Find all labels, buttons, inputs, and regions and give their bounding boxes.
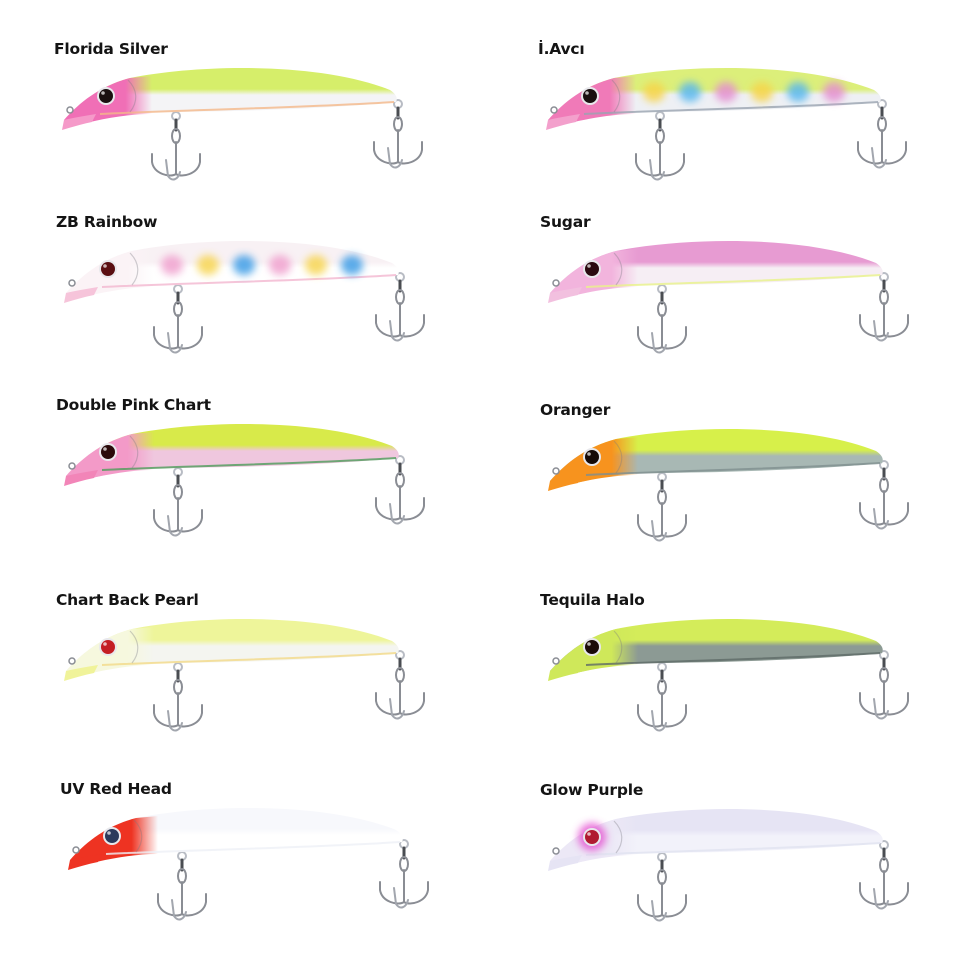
belly-treble-hook-icon [153,284,203,354]
color-spot [341,255,363,275]
color-spot [679,82,701,102]
tail-treble-hook-icon [859,460,909,530]
lure-illustration [64,424,425,537]
tail-treble-hook-icon [859,650,909,720]
tail-treble-hook-icon [379,839,429,909]
tail-treble-hook-icon [859,840,909,910]
lure-card-sugar: Sugar [526,213,960,403]
line-tie-icon [552,467,560,475]
tail-treble-hook-icon [375,455,425,525]
lure-name: Double Pink Chart [56,396,211,414]
tail-treble-hook-icon [857,99,907,169]
lure-illustration [548,619,909,732]
lure-lip [546,114,580,130]
color-spot [161,255,183,275]
tail-treble-hook-icon [859,272,909,342]
lure-illustration [64,619,425,732]
lure-lip [68,854,102,870]
lure-name: Sugar [540,213,591,231]
line-tie-icon [68,279,76,287]
lure-name: Florida Silver [54,40,168,58]
tail-treble-hook-icon [375,272,425,342]
tail-treble-hook-icon [375,650,425,720]
lure-illustration [62,68,423,181]
lure-illustration [68,808,429,921]
lure-card-glow-purple: Glow Purple [526,781,960,971]
lure-card-chart-back-pearl: Chart Back Pearl [42,591,482,781]
lure-card-oranger: Oranger [526,401,960,591]
line-tie-icon [550,106,558,114]
lure-lip [64,287,98,303]
lure-card-tequila-halo: Tequila Halo [526,591,960,781]
lure-lip [548,855,582,871]
color-spot [787,82,809,102]
lure-lip [62,114,96,130]
belly-treble-hook-icon [637,284,687,354]
lure-name: Chart Back Pearl [56,591,199,609]
lure-name: UV Red Head [60,780,172,798]
lure-name: İ.Avcı [538,40,585,58]
lure-card-florida-silver: Florida Silver [40,40,480,230]
lure-card-zb-rainbow: ZB Rainbow [42,213,482,403]
color-spot [823,82,845,102]
lure-name: ZB Rainbow [56,213,158,231]
lure-card-double-pink-chart: Double Pink Chart [42,396,482,586]
line-tie-icon [72,846,80,854]
lure-lip [64,470,98,486]
color-spot [751,82,773,102]
lure-lip [548,475,582,491]
color-spot [643,82,665,102]
belly-treble-hook-icon [637,472,687,542]
lure-name: Tequila Halo [540,591,645,609]
color-spot [715,82,737,102]
belly-treble-hook-icon [153,467,203,537]
belly-treble-hook-icon [637,852,687,922]
lure-illustration [548,241,909,354]
lure-name: Glow Purple [540,781,644,799]
lure-name: Oranger [540,401,611,419]
belly-treble-hook-icon [153,662,203,732]
lure-lip [64,665,98,681]
line-tie-icon [552,657,560,665]
lure-illustration [64,241,425,354]
belly-treble-hook-icon [157,851,207,921]
belly-treble-hook-icon [635,111,685,181]
color-spot [269,255,291,275]
color-spot [197,255,219,275]
belly-treble-hook-icon [637,662,687,732]
color-spot [305,255,327,275]
color-spot [233,255,255,275]
lure-lip [548,665,582,681]
line-tie-icon [66,106,74,114]
lure-card-uv-red-head: UV Red Head [46,780,486,970]
lure-illustration [548,809,909,922]
line-tie-icon [68,462,76,470]
lure-illustration [546,68,907,181]
lure-illustration [548,429,909,542]
belly-treble-hook-icon [151,111,201,181]
line-tie-icon [552,847,560,855]
line-tie-icon [552,279,560,287]
line-tie-icon [68,657,76,665]
tail-treble-hook-icon [373,99,423,169]
lure-lip [548,287,582,303]
lure-card-i-avci: İ.Avcı [524,40,960,230]
